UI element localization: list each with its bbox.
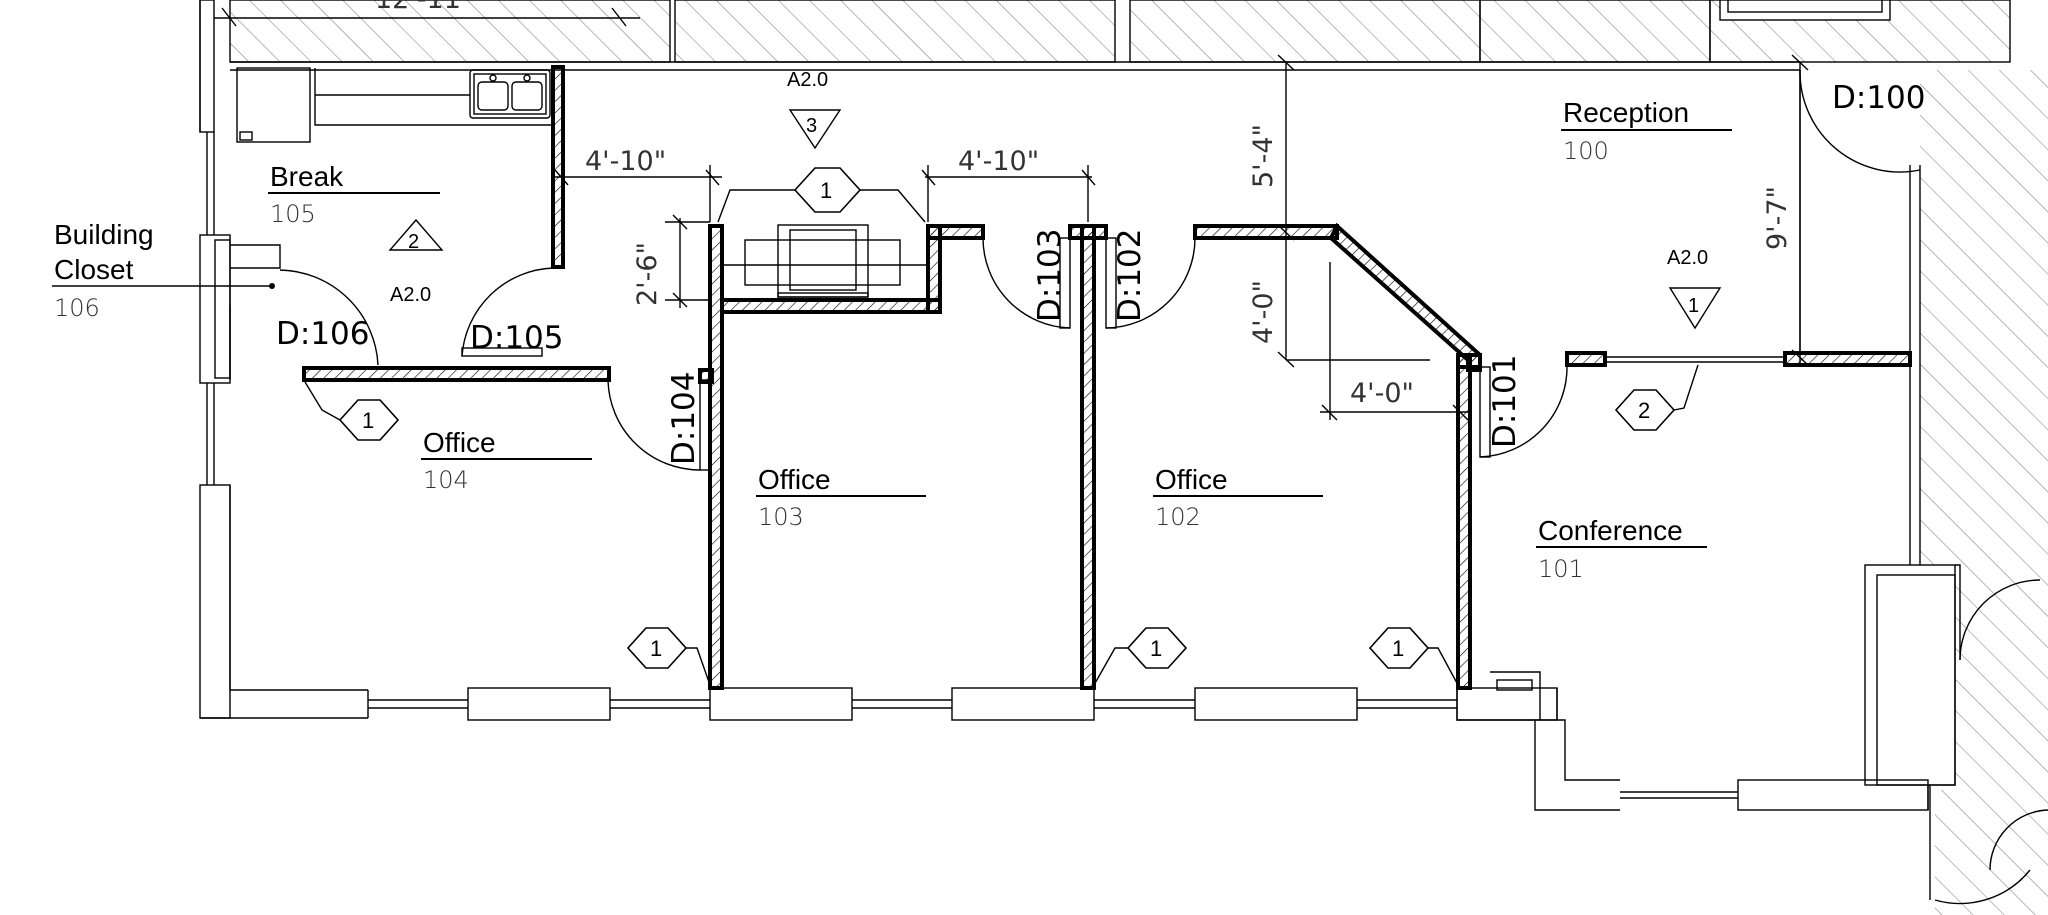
svg-text:1: 1 <box>820 178 832 203</box>
door-tag-d106: D:106 <box>276 316 369 352</box>
svg-text:104: 104 <box>423 466 469 494</box>
svg-text:A2.0: A2.0 <box>787 69 828 91</box>
dim-office103-gap: 4'-10" <box>958 146 1039 177</box>
svg-text:Reception: Reception <box>1563 97 1689 128</box>
copier <box>720 224 930 298</box>
svg-text:1: 1 <box>1688 295 1699 317</box>
dimension-lines <box>214 7 1809 421</box>
section-ref-1: A2.0 1 <box>1667 247 1722 330</box>
svg-text:A2.0: A2.0 <box>390 284 431 306</box>
svg-text:Conference: Conference <box>1538 515 1683 546</box>
svg-text:A2.0: A2.0 <box>1667 247 1708 269</box>
svg-text:103: 103 <box>758 503 804 531</box>
exterior-walls <box>199 0 1929 811</box>
door-tag-d102: D:102 <box>1112 229 1148 322</box>
svg-text:1: 1 <box>362 408 374 433</box>
wall-tag-right-bottom: 1 <box>1368 627 1459 686</box>
svg-text:Office: Office <box>423 427 496 458</box>
svg-text:3: 3 <box>806 115 817 137</box>
door-tag-d105: D:105 <box>470 320 563 356</box>
door-tag-d100: D:100 <box>1832 80 1925 116</box>
wall-tag-left-bottom: 1 <box>626 627 711 686</box>
interior-walls <box>302 65 1912 690</box>
wall-tag-office-104: 1 <box>304 381 400 441</box>
room-label-break: Break 105 <box>268 161 440 228</box>
svg-text:Office: Office <box>758 464 831 495</box>
svg-text:2: 2 <box>1638 398 1650 423</box>
dim-angle-depth: 4'-0" <box>1248 280 1279 344</box>
room-label-office-104: Office 104 <box>421 427 592 494</box>
wall-tag-reception: 2 <box>1614 364 1699 431</box>
dim-reception-right: 9'-7" <box>1762 186 1793 250</box>
svg-text:Office: Office <box>1155 464 1228 495</box>
section-ref-2: 2 A2.0 <box>388 218 444 306</box>
dim-reception-depth: 5'-4" <box>1248 124 1279 188</box>
wall-tag-top: 1 <box>717 167 926 223</box>
dim-angle-width: 4'-0" <box>1350 378 1414 409</box>
svg-text:1: 1 <box>1392 636 1404 661</box>
svg-text:100: 100 <box>1563 137 1609 165</box>
adjacent-space-right <box>1799 70 2048 915</box>
room-label-office-103: Office 103 <box>756 464 926 531</box>
dim-alcove-depth: 2'-6" <box>632 242 663 306</box>
room-label-closet: Building Closet 106 <box>52 219 272 322</box>
svg-text:Closet: Closet <box>54 254 134 285</box>
wall-tag-mid-bottom: 1 <box>1093 627 1188 686</box>
svg-text:1: 1 <box>650 636 662 661</box>
dim-break-wall-gap: 4'-10" <box>585 146 666 177</box>
room-label-conference: Conference 101 <box>1536 515 1707 583</box>
svg-text:Break: Break <box>270 161 344 192</box>
svg-text:Building: Building <box>54 219 154 250</box>
door-swings <box>229 237 1568 471</box>
adjacent-space-top <box>199 0 2011 132</box>
door-tag-d103: D:103 <box>1032 229 1068 322</box>
room-label-reception: Reception 100 <box>1561 97 1732 165</box>
svg-text:105: 105 <box>270 200 316 228</box>
door-tag-d101: D:101 <box>1487 355 1523 448</box>
svg-text:1: 1 <box>1150 636 1162 661</box>
svg-text:2: 2 <box>408 231 419 253</box>
room-label-office-102: Office 102 <box>1153 464 1323 531</box>
section-ref-3: A2.0 3 <box>787 69 842 150</box>
dim-top-partial: 12'-11" <box>375 0 473 15</box>
svg-text:102: 102 <box>1155 503 1201 531</box>
svg-text:106: 106 <box>54 294 100 322</box>
door-tag-d104: D:104 <box>666 372 702 465</box>
break-room-fixtures <box>236 67 553 143</box>
svg-text:101: 101 <box>1538 555 1584 583</box>
